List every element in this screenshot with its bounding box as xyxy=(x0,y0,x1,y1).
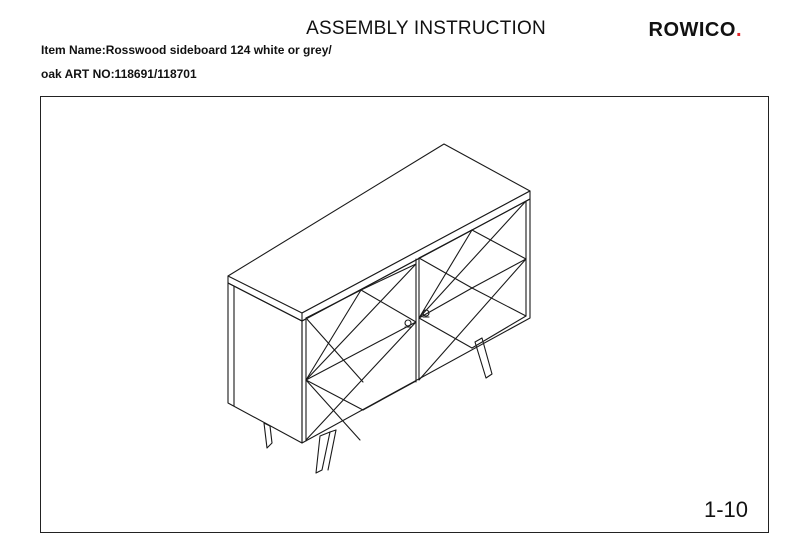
article-number-line: oak ART NO:118691/118701 xyxy=(41,67,197,81)
sideboard-front xyxy=(301,198,531,444)
document-title: ASSEMBLY INSTRUCTION xyxy=(306,18,546,39)
illustration-frame xyxy=(40,96,769,533)
right-door-pattern xyxy=(418,200,527,381)
door-knobs xyxy=(404,309,430,328)
brand-dot: . xyxy=(735,19,742,41)
brand-logo: ROWICO. xyxy=(649,19,743,42)
page-number: 1-10 xyxy=(703,497,748,522)
brand-name: ROWICO xyxy=(648,19,736,41)
left-door-pattern xyxy=(305,263,417,441)
item-name-line: Item Name:Rosswood sideboard 124 white o… xyxy=(41,43,332,57)
sideboard-legs xyxy=(263,337,493,474)
